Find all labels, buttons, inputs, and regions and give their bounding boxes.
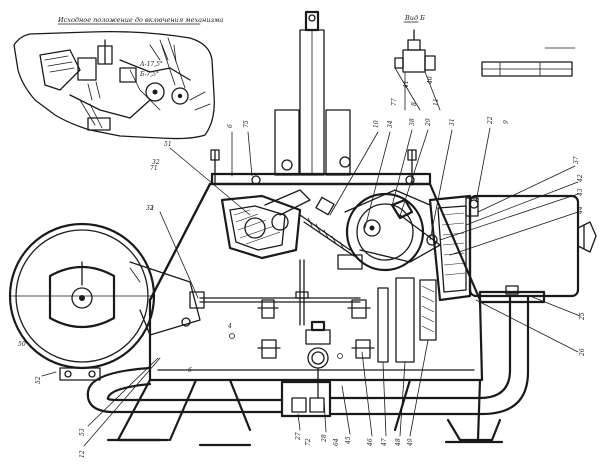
callout-75: 75 (243, 120, 250, 128)
callout-42: 42 (577, 174, 584, 183)
callout-37: 37 (573, 156, 580, 164)
callout-50: 50 (18, 341, 26, 348)
view-b-title: Вид Б (404, 14, 425, 22)
callout-22: 22 (487, 116, 494, 125)
callout-12: 12 (79, 450, 86, 458)
callout-9: 9 (503, 120, 510, 124)
callout-52: 52 (35, 376, 42, 384)
callout-51: 51 (164, 141, 172, 148)
callout-26: 26 (579, 348, 586, 357)
callout-38: 38 (409, 118, 416, 126)
callout-43: 43 (577, 188, 584, 197)
callout-8: 8 (411, 102, 418, 106)
electric-motor (428, 194, 597, 304)
callout-11: 11 (433, 98, 440, 106)
callout-77: 77 (391, 98, 398, 106)
callout-33: 33 (146, 205, 154, 212)
callout-72: 72 (305, 438, 312, 446)
callout-numbers: 41 40 6 75 51 32 33 10 34 38 29 31 22 37… (18, 76, 586, 458)
callout-46: 46 (367, 438, 374, 447)
angle-a-label: А-17,5° (139, 61, 163, 68)
callout-6b: 6 (188, 367, 192, 374)
main-housing (148, 10, 484, 382)
callout-40: 40 (427, 76, 434, 85)
callout-53: 53 (79, 428, 86, 436)
view-b-detail: Вид Б (394, 14, 441, 111)
callout-71: 71 (150, 165, 158, 172)
callout-28: 28 (321, 434, 328, 443)
callout-25: 25 (579, 312, 586, 321)
leader-lines (41, 127, 581, 447)
callout-10: 10 (373, 120, 380, 128)
callout-31: 31 (449, 118, 456, 126)
callout-48: 48 (395, 438, 402, 447)
callout-64: 64 (333, 438, 340, 446)
scale-bar (481, 47, 576, 77)
callout-32: 32 (152, 159, 160, 166)
callout-45: 45 (345, 436, 352, 445)
callout-6a: 6 (227, 124, 234, 128)
pipe-frame (86, 294, 530, 447)
central-mechanism (220, 189, 441, 326)
inset-initial-position: Исходное положение до включения механизм… (13, 16, 223, 140)
chamber-mark-4: 4 (227, 323, 232, 330)
callout-29: 29 (425, 118, 432, 127)
lower-chamber: 4 (181, 277, 437, 399)
callout-34: 34 (387, 120, 394, 128)
angle-b-label: Б-7,5° (139, 71, 159, 78)
callout-44: 44 (577, 206, 584, 215)
callout-41: 41 (403, 80, 410, 89)
callout-27: 27 (295, 432, 302, 441)
drum-wheel (8, 222, 201, 381)
callout-2: 2 (149, 205, 154, 212)
callout-49: 49 (407, 438, 414, 447)
inset-caption: Исходное положение до включения механизм… (57, 16, 223, 24)
callout-47: 47 (381, 438, 388, 447)
